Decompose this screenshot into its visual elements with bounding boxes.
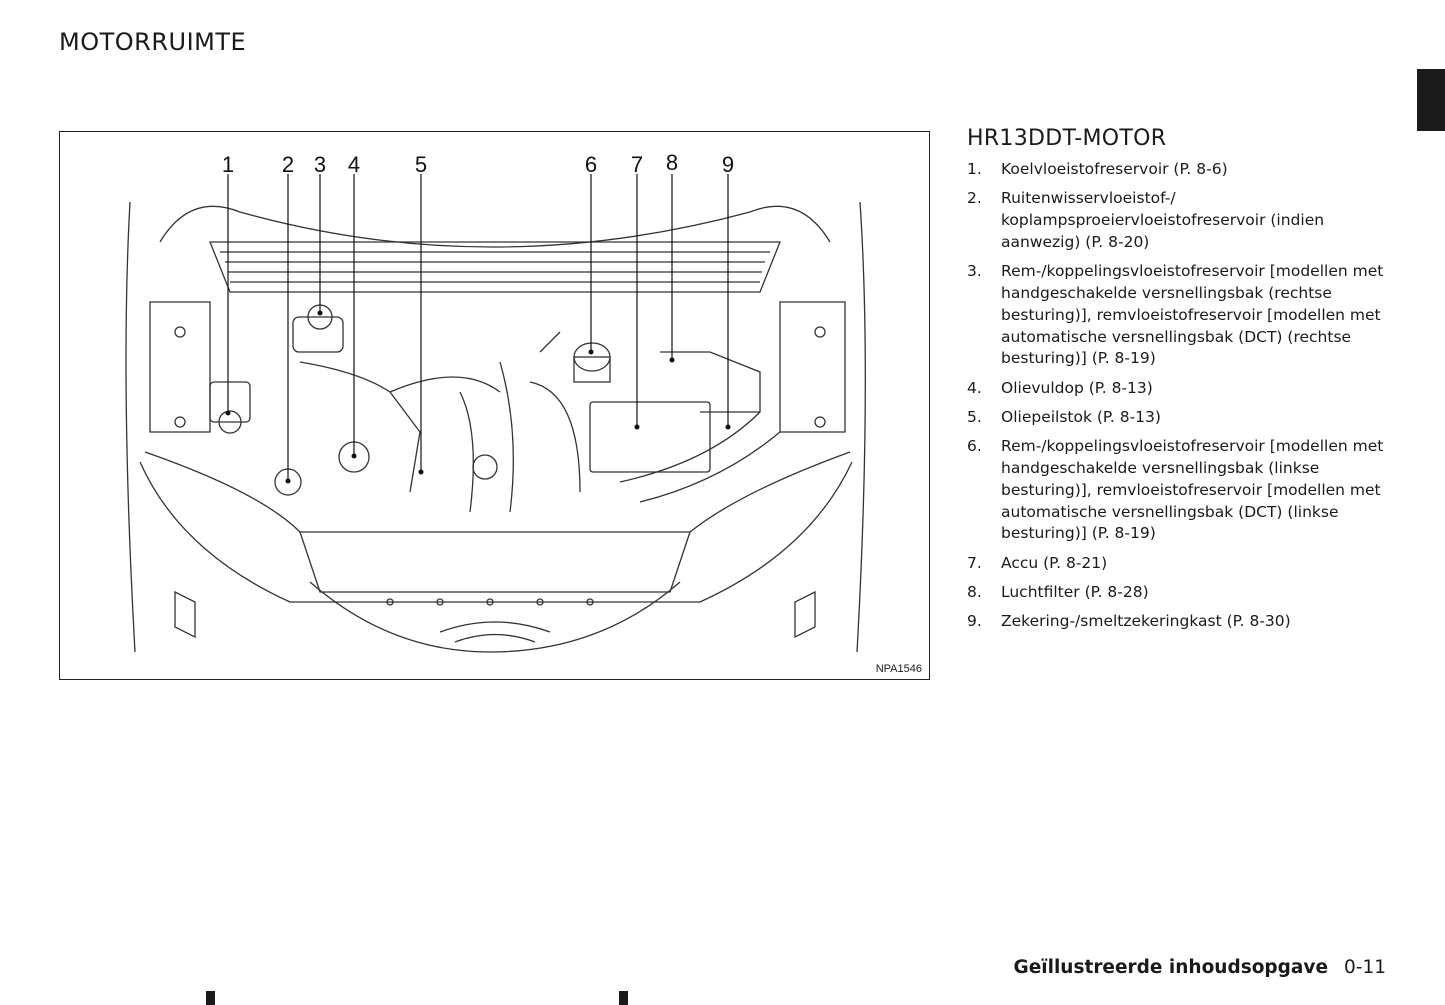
engine-bay-illustration: 1 2 3 4 5 6 7 8 9 NPA1546 [59,131,930,680]
section-heading: HR13DDT-MOTOR [967,126,1167,151]
crop-mark [206,991,215,1005]
item-text: Luchtfilter (P. 8-28) [1001,583,1149,602]
crop-mark [619,991,628,1005]
list-item: 6. Rem-/koppelingsvloeistofreservoir [mod… [967,436,1397,545]
item-text: Olievuldop (P. 8-13) [1001,378,1153,397]
list-item: 9. Zekering-/smeltzekeringkast (P. 8-30) [967,611,1397,633]
page-number: 0-11 [1344,957,1386,978]
item-number: 5. [967,407,982,426]
item-number: 8. [967,583,982,602]
callout-8: 8 [666,150,678,175]
list-item: 8. Luchtfilter (P. 8-28) [967,582,1397,604]
item-text: Koelvloeistofreservoir (P. 8-6) [1001,160,1228,178]
footer-section-title: Geïllustreerde inhoudsopgave [1013,957,1328,978]
page-footer: Geïllustreerde inhoudsopgave 0-11 [1014,957,1386,978]
callout-7: 7 [631,152,643,177]
callout-5: 5 [415,152,427,177]
item-text: Zekering-/smeltzekeringkast (P. 8-30) [1001,612,1291,631]
list-item: 1. Koelvloeistofreservoir (P. 8-6) [967,159,1397,181]
item-number: 6. [967,437,982,456]
item-text: Ruitenwisservloeistof-/ koplampsproeierv… [1001,189,1325,251]
list-item: 3. Rem-/koppelingsvloeistofreservoir [mod… [967,261,1397,370]
callout-6: 6 [585,152,597,177]
component-list-section: HR13DDT-MOTOR 1. Koelvloeistofreservoir (… [967,126,1397,641]
item-number: 3. [967,262,982,281]
item-text: Rem-/koppelingsvloeistofreservoir [model… [1001,262,1384,368]
callout-1: 1 [222,152,234,177]
callout-2: 2 [282,152,294,177]
list-item: 7. Accu (P. 8-21) [967,553,1397,575]
item-number: 4. [967,378,982,397]
item-text: Rem-/koppelingsvloeistofreservoir [model… [1001,437,1384,543]
callout-4: 4 [348,152,360,177]
component-list: 1. Koelvloeistofreservoir (P. 8-6) 2. Ruite… [967,159,1397,633]
engine-drawing: 1 2 3 4 5 6 7 8 9 [125,150,866,653]
callout-9: 9 [722,152,734,177]
item-text: Oliepeilstok (P. 8-13) [1001,407,1161,426]
list-item: 2. Ruitenwisservloeistof-/ koplampsproeie… [967,188,1397,253]
chapter-tab-marker [1417,69,1445,131]
page-title: MOTORRUIMTE [59,28,247,56]
item-text: Accu (P. 8-21) [1001,553,1108,572]
callout-3: 3 [314,152,326,177]
list-item: 5. Oliepeilstok (P. 8-13) [967,407,1397,429]
figure-code: NPA1546 [875,663,922,675]
item-number: 9. [967,612,982,631]
item-number: 7. [967,553,982,572]
item-number: 2. [967,189,982,208]
list-item: 4. Olievuldop (P. 8-13) [967,378,1397,400]
item-number: 1. [967,160,982,178]
